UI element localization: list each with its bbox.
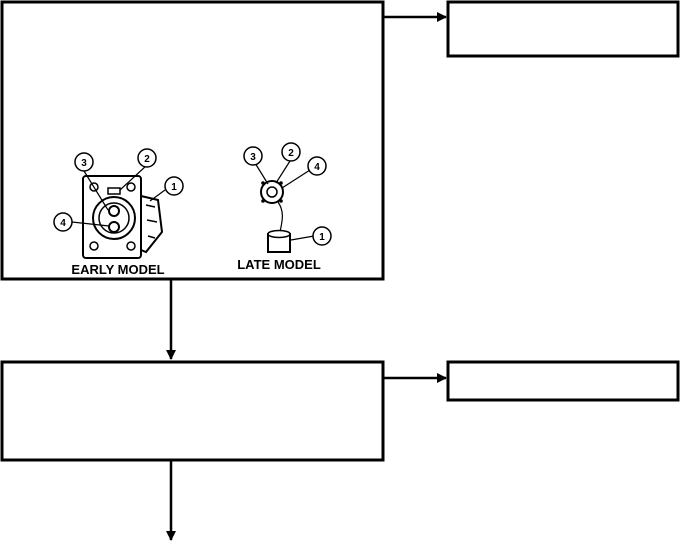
late-callout-3-label: 3 — [250, 152, 256, 163]
early-callout-3 — [74, 152, 94, 172]
step-2-box — [0, 360, 385, 462]
early-callout-1-label: 1 — [171, 182, 177, 193]
late-model-caption: LATE MODEL — [237, 257, 321, 272]
result-box-1 — [446, 0, 680, 58]
early-callout-4 — [53, 212, 73, 232]
late-callout-1 — [312, 226, 332, 246]
late-callout-4-label: 4 — [314, 162, 320, 173]
late-callout-2 — [281, 142, 301, 162]
late-callout-2-label: 2 — [288, 148, 294, 159]
early-model-connector-illustration: 1 2 3 4 — [53, 148, 184, 259]
late-callout-1-label: 1 — [319, 232, 325, 243]
result-box-2 — [446, 360, 680, 402]
early-callout-4-label: 4 — [60, 218, 66, 229]
late-callout-4 — [307, 156, 327, 176]
early-model-caption: EARLY MODEL — [71, 262, 164, 277]
early-callout-3-label: 3 — [81, 158, 87, 169]
late-callout-3 — [243, 146, 263, 166]
early-callout-1 — [164, 176, 184, 196]
late-model-connector-illustration: 1 2 3 4 — [243, 142, 332, 253]
early-callout-2 — [137, 148, 157, 168]
early-callout-2-label: 2 — [144, 154, 150, 165]
